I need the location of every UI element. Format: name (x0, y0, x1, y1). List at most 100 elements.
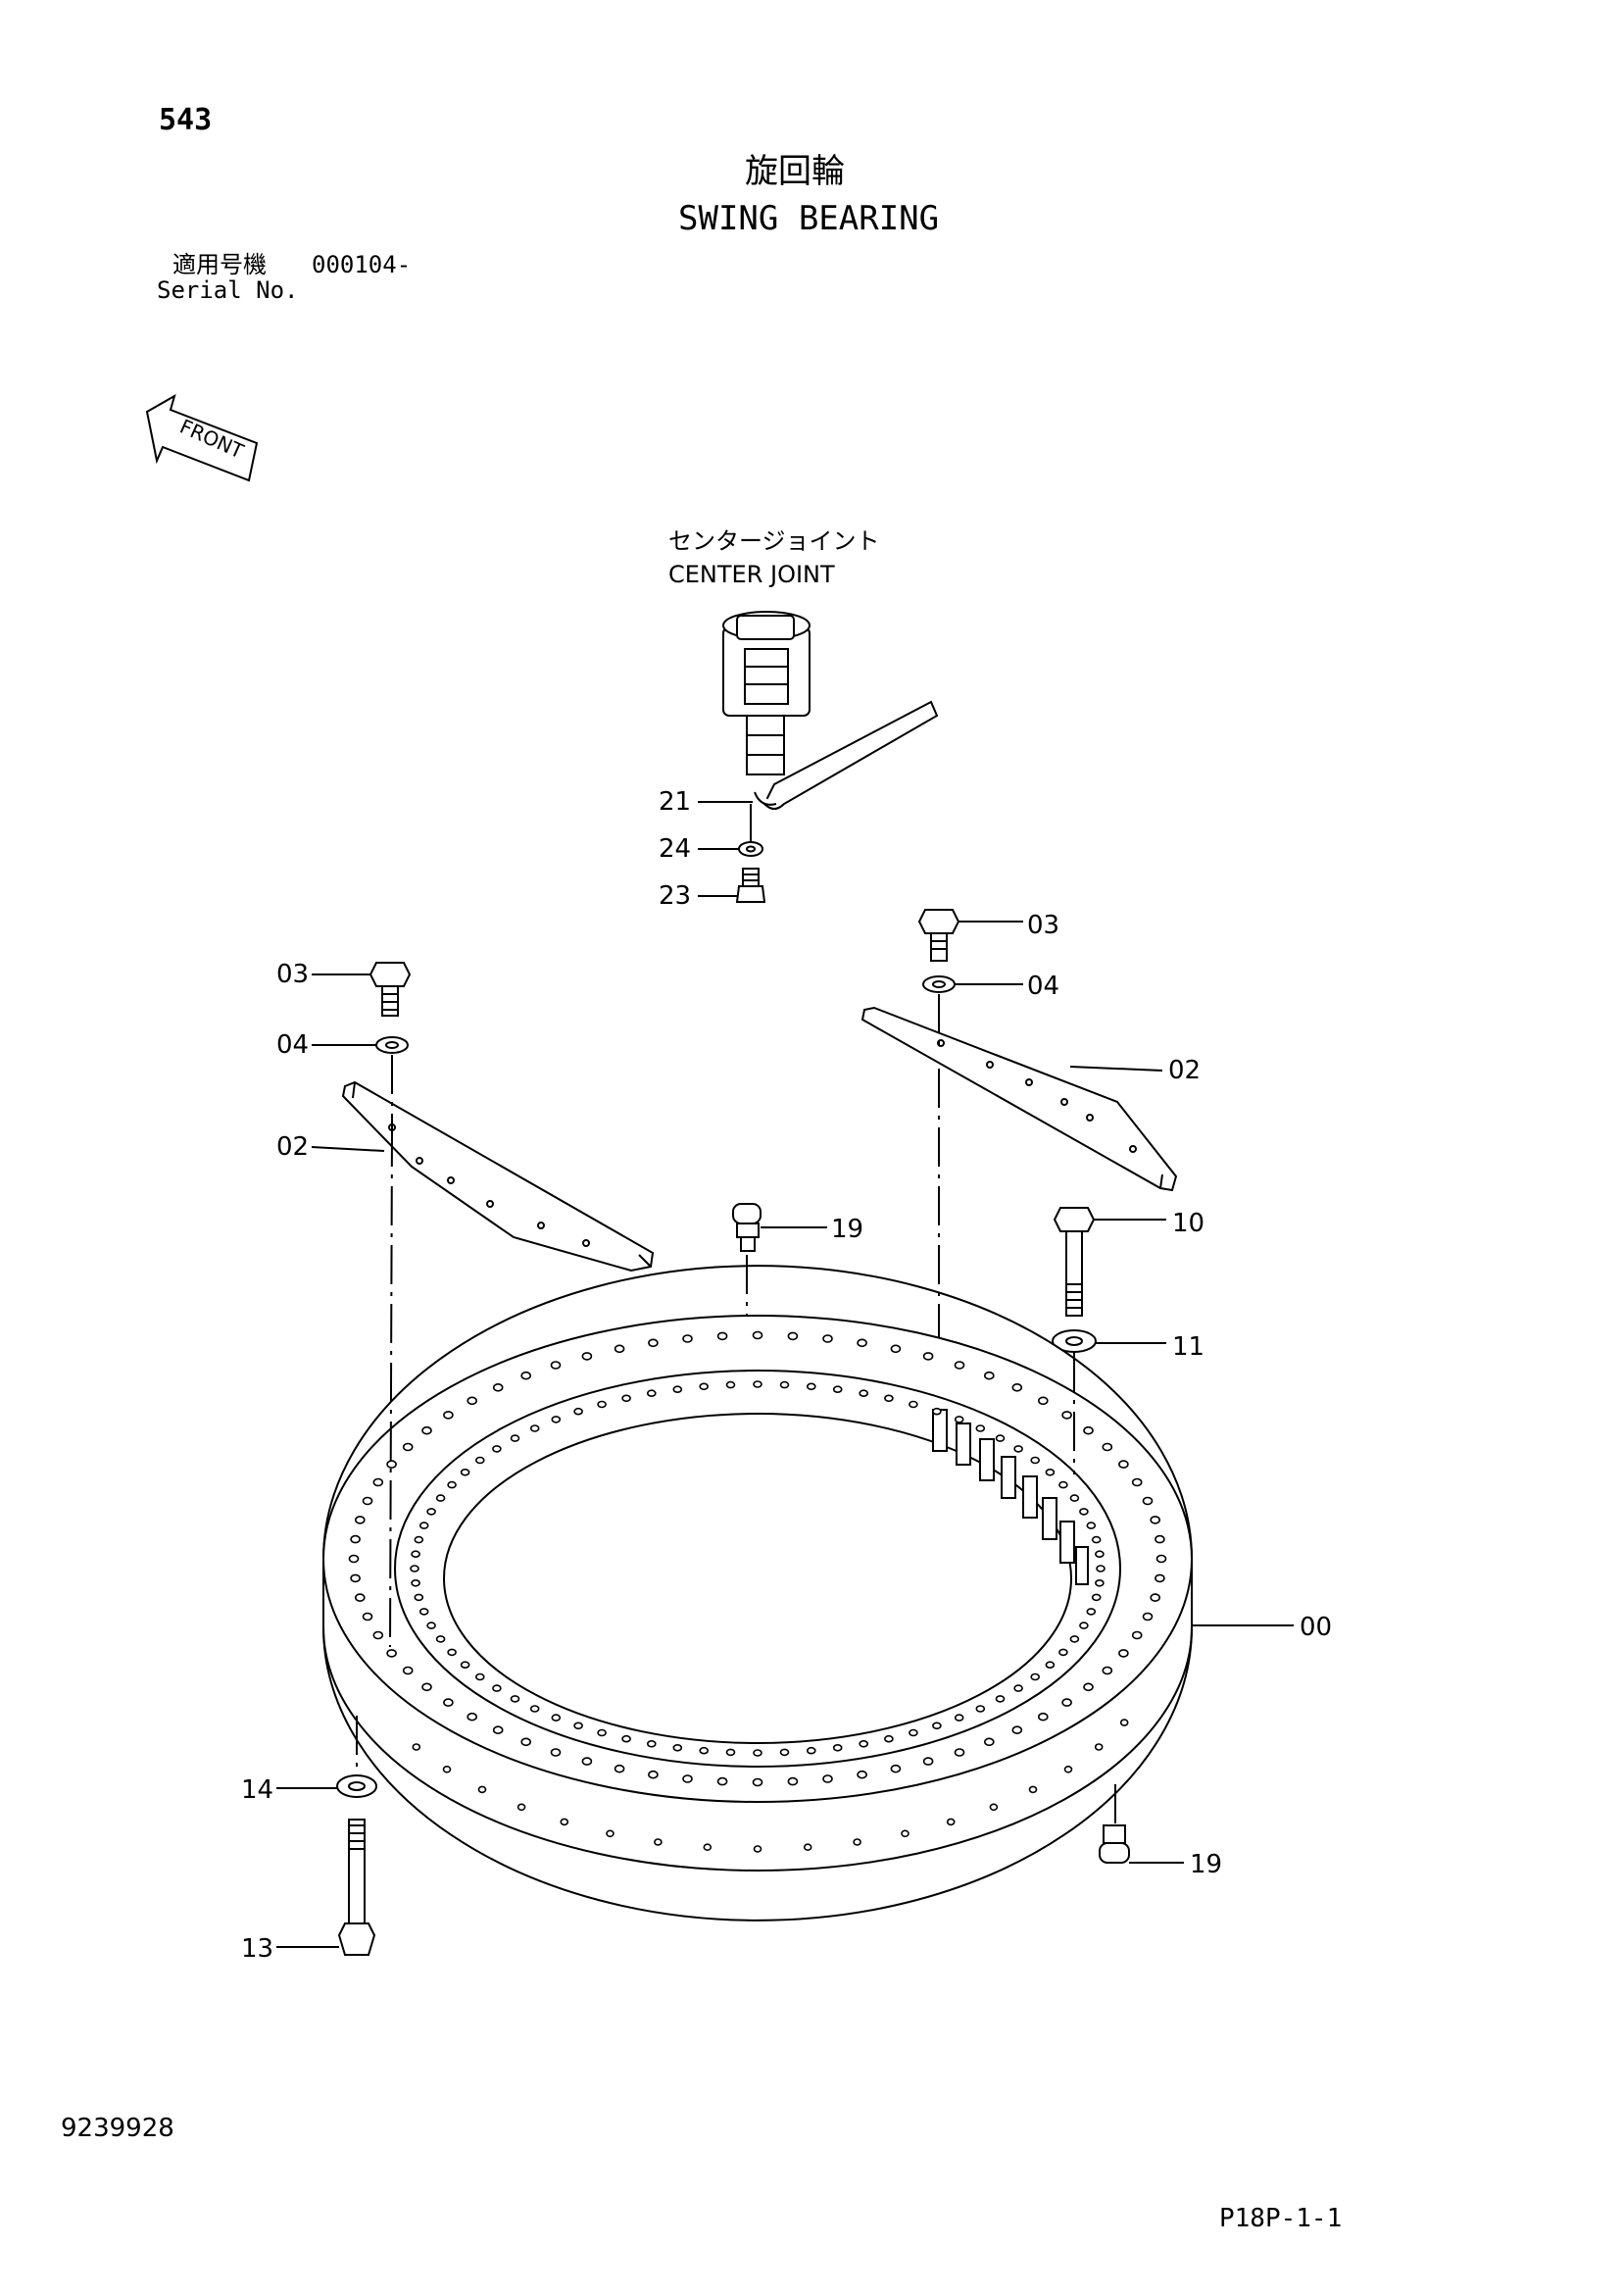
bolt-hole (529, 1424, 540, 1432)
bolt-hole (1013, 1684, 1023, 1692)
long-bolt-and-washer (1052, 1207, 1097, 1353)
bolt-hole (1079, 1508, 1089, 1516)
bolt-hole (884, 1394, 894, 1403)
bolt-hole (753, 1749, 762, 1757)
bolt-hole (983, 1737, 995, 1747)
callout-c21: 21 (659, 787, 691, 817)
callout-c02-right: 02 (1168, 1056, 1201, 1085)
bolt-hole (1028, 1785, 1038, 1794)
bolt-hole (560, 1818, 569, 1826)
bolt-hole (1118, 1460, 1129, 1469)
bolt-hole (1118, 1649, 1129, 1658)
bolt-hole (442, 1766, 452, 1773)
bolt-hole (412, 1743, 421, 1751)
center-joint-drawing (722, 611, 939, 810)
callout-c04-right: 04 (1027, 972, 1059, 1001)
bolt-hole (753, 1845, 762, 1853)
bolt-hole (1045, 1661, 1056, 1669)
bolt-hole (1030, 1456, 1040, 1465)
bolt-hole (447, 1480, 457, 1489)
bolt-hole (1038, 1712, 1049, 1722)
bolt-hole (1069, 1494, 1080, 1502)
bolt-hole (1155, 1573, 1165, 1583)
bolt-hole (402, 1666, 414, 1675)
callout-c23: 23 (659, 881, 691, 911)
center-joint-label-jp: センタージョイント (668, 527, 880, 555)
bolt-hole (682, 1334, 693, 1343)
bolt-hole (467, 1712, 478, 1722)
bolt-hole (832, 1744, 843, 1752)
bolt-hole (621, 1394, 631, 1403)
bolt-hole (901, 1829, 909, 1838)
bolt-hole (1030, 1672, 1040, 1681)
callout-c14: 14 (241, 1775, 273, 1805)
serial-label-en: Serial No. (157, 276, 299, 304)
bolt-hole (922, 1352, 934, 1361)
bolt-hole (1061, 1698, 1072, 1707)
bolt-hole (1091, 1593, 1102, 1602)
bolt-hole (954, 1416, 964, 1423)
bolt-hole (725, 1748, 736, 1757)
bolt-hole (779, 1380, 790, 1389)
bolt-hole (909, 1728, 918, 1737)
bolt-hole (350, 1573, 361, 1583)
bolt-hole (386, 1649, 397, 1658)
bolt-hole (1119, 1719, 1129, 1726)
bolt-hole (922, 1757, 934, 1766)
bolt-hole (421, 1425, 432, 1435)
serial-label-jp: 適用号機 (172, 251, 267, 278)
bolt-hole (1086, 1522, 1097, 1529)
bolt-hole (1011, 1383, 1023, 1392)
leader-lines (276, 801, 1294, 1948)
bolt-hole (672, 1385, 683, 1393)
bolt-hole (1094, 1743, 1104, 1751)
bolt-hole (460, 1661, 470, 1669)
bolt-hole (975, 1424, 986, 1432)
callout-c24: 24 (659, 834, 691, 864)
bolt-hole (725, 1380, 736, 1389)
bolt-hole (995, 1434, 1006, 1442)
bolt-hole (447, 1648, 457, 1657)
bolt-hole (806, 1382, 816, 1391)
leader-c02-right (1069, 1066, 1163, 1072)
bolt-hole (946, 1818, 956, 1826)
bolt-hole (573, 1407, 583, 1416)
bolt-hole (1083, 1425, 1094, 1435)
bolt-hole (467, 1396, 478, 1406)
bolt-hole (426, 1508, 436, 1516)
leader-c02-left (311, 1146, 385, 1152)
grease-fitting-top (732, 1203, 762, 1252)
bolt-hole (646, 1740, 657, 1748)
bolt-hole (426, 1622, 436, 1629)
bolt-hole (492, 1725, 504, 1734)
bolt-hole (1150, 1593, 1160, 1602)
bolt-hole (606, 1829, 614, 1838)
bolt-hole (354, 1516, 366, 1524)
left-plate (341, 1080, 655, 1273)
bolt-hole (443, 1411, 454, 1420)
callout-c19-top: 19 (831, 1215, 863, 1244)
bolt-hole (474, 1672, 485, 1681)
bolt-hole (1079, 1622, 1089, 1629)
bolt-holes (348, 1330, 1167, 1853)
callout-c00: 00 (1300, 1613, 1332, 1642)
bolt-hole (372, 1477, 384, 1487)
bolt-hole (520, 1371, 532, 1380)
bolt-hole (516, 1803, 526, 1812)
bolt-hole (832, 1385, 843, 1393)
bolt-hole (787, 1776, 799, 1786)
bolt-hole (414, 1535, 424, 1544)
left-bolt-and-washer (369, 962, 412, 1054)
bolt-hole (703, 1843, 713, 1851)
bolt-hole (386, 1460, 397, 1469)
bolt-hole (435, 1494, 446, 1502)
bolt-hole (803, 1843, 812, 1851)
right-bolt-and-washer (917, 909, 960, 993)
lower-bolt-and-washer (336, 1774, 377, 1956)
bolt-hole (529, 1705, 540, 1713)
bolt-hole (932, 1722, 942, 1730)
bolt-hole (348, 1554, 360, 1564)
bolt-hole (857, 1770, 867, 1779)
bolt-hole (1150, 1516, 1160, 1524)
